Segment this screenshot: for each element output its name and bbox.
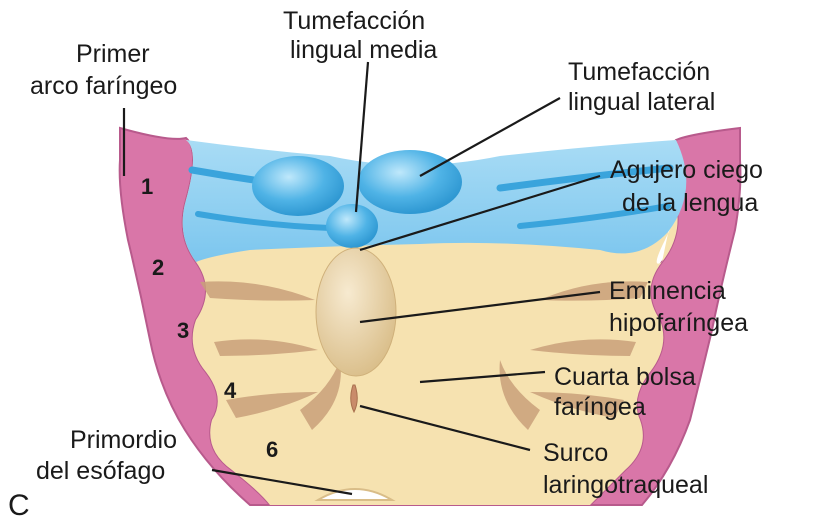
median-lingual-swelling — [326, 204, 378, 248]
arch-number-1: 1 — [141, 174, 153, 199]
arch-number-2: 2 — [152, 255, 164, 280]
lateral-lingual-swelling-left — [252, 156, 344, 216]
lateral-lingual-swelling-right — [358, 150, 462, 214]
arch-number-4: 4 — [224, 378, 237, 403]
arch-number-6: 6 — [266, 437, 278, 462]
label-primordio: Primordio del esófago — [36, 426, 184, 485]
label-tumefaccion-lateral: Tumefacción lingual lateral — [568, 58, 717, 116]
label-primer-arco: Primer arco faríngeo — [30, 40, 177, 100]
label-tumefaccion-media: Tumefacción lingual media — [283, 7, 437, 64]
panel-letter: C — [8, 489, 30, 522]
hypopharyngeal-eminence — [316, 248, 396, 376]
arch-number-3: 3 — [177, 318, 189, 343]
